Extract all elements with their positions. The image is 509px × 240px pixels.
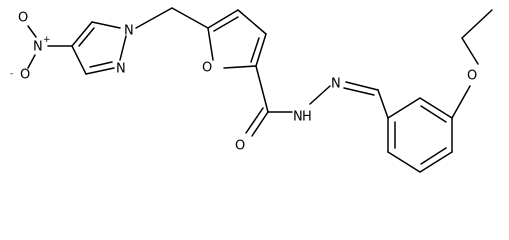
- bond-n2-c3: [85, 67, 115, 75]
- bond-ring-c5-c6: [387, 151, 421, 173]
- bond-o-ch2: [461, 37, 479, 65]
- bond-n2-c3-inner: [89, 61, 113, 68]
- imine-n-label: N: [331, 77, 341, 92]
- bond-furan-c3-c2: [255, 33, 267, 67]
- bond-c-o-double-b: [245, 107, 264, 134]
- ethoxy-group: O: [451, 9, 493, 119]
- methylene-linker: [135, 7, 209, 29]
- carbonyl-o-label: O: [235, 139, 245, 154]
- bond-c-o-double-a: [251, 111, 269, 137]
- furan-ring: O: [202, 9, 267, 76]
- bond-furan-c5-c4: [207, 9, 239, 29]
- bond-furan-c5-c4-inner: [213, 16, 239, 32]
- nitro-o-top-label: O: [18, 11, 28, 26]
- bond-ring-c2-c3-inner: [420, 105, 447, 123]
- bond-c4-c5-inner: [78, 27, 95, 47]
- bond-furan-c3-c2-inner: [250, 37, 260, 63]
- bond-ch2-furan: [171, 7, 209, 29]
- bond-n-ch-inner: [343, 87, 375, 96]
- chemical-structure-diagram: O N + O - N N: [10, 7, 493, 173]
- bond-n-o-bottom: [27, 54, 36, 69]
- bond-furan-c2-o: [223, 65, 257, 69]
- ether-o-label: O: [467, 69, 477, 84]
- nitro-group: O N + O -: [10, 11, 73, 83]
- bond-ring-c1-c2: [387, 97, 421, 119]
- bond-ring-o: [451, 85, 471, 119]
- pyrazole-n2-label: N: [116, 62, 126, 77]
- nitro-n-label: N: [33, 40, 43, 55]
- bond-furan-to-carbonyl: [255, 65, 269, 113]
- nitro-o-charge: -: [10, 69, 13, 79]
- amide-n-label: N: [293, 110, 303, 125]
- bond-ring-c2-c3: [419, 97, 453, 119]
- benzene-ring: [377, 89, 453, 173]
- furan-o-label: O: [202, 61, 212, 76]
- nitro-n-charge: +: [43, 35, 51, 45]
- bond-ch-c1: [377, 89, 389, 119]
- bond-n1-ch2: [135, 7, 173, 29]
- bond-furan-o-c5: [207, 27, 214, 61]
- bond-c3-c4: [71, 45, 87, 75]
- nitro-o-bottom-label: O: [20, 68, 30, 83]
- bond-ring-c4-c5: [419, 151, 453, 173]
- bond-ring-c4-c5-inner: [420, 147, 447, 165]
- pyrazole-ring: N N: [71, 21, 134, 77]
- bond-furan-c4-c3: [237, 9, 267, 35]
- bond-n-ch: [345, 81, 379, 91]
- bond-ch2-ch3: [461, 9, 493, 39]
- pyrazole-n1-label: N: [124, 24, 134, 39]
- bond-c5-n1: [91, 21, 121, 29]
- amide-h-label: H: [302, 110, 312, 125]
- bond-n-o-top: [27, 25, 37, 38]
- hydrazide-group: O N H N: [235, 65, 379, 154]
- bond-n1-n2: [119, 35, 127, 61]
- bond-nh-n: [309, 85, 331, 105]
- bond-c4-c5: [71, 21, 93, 47]
